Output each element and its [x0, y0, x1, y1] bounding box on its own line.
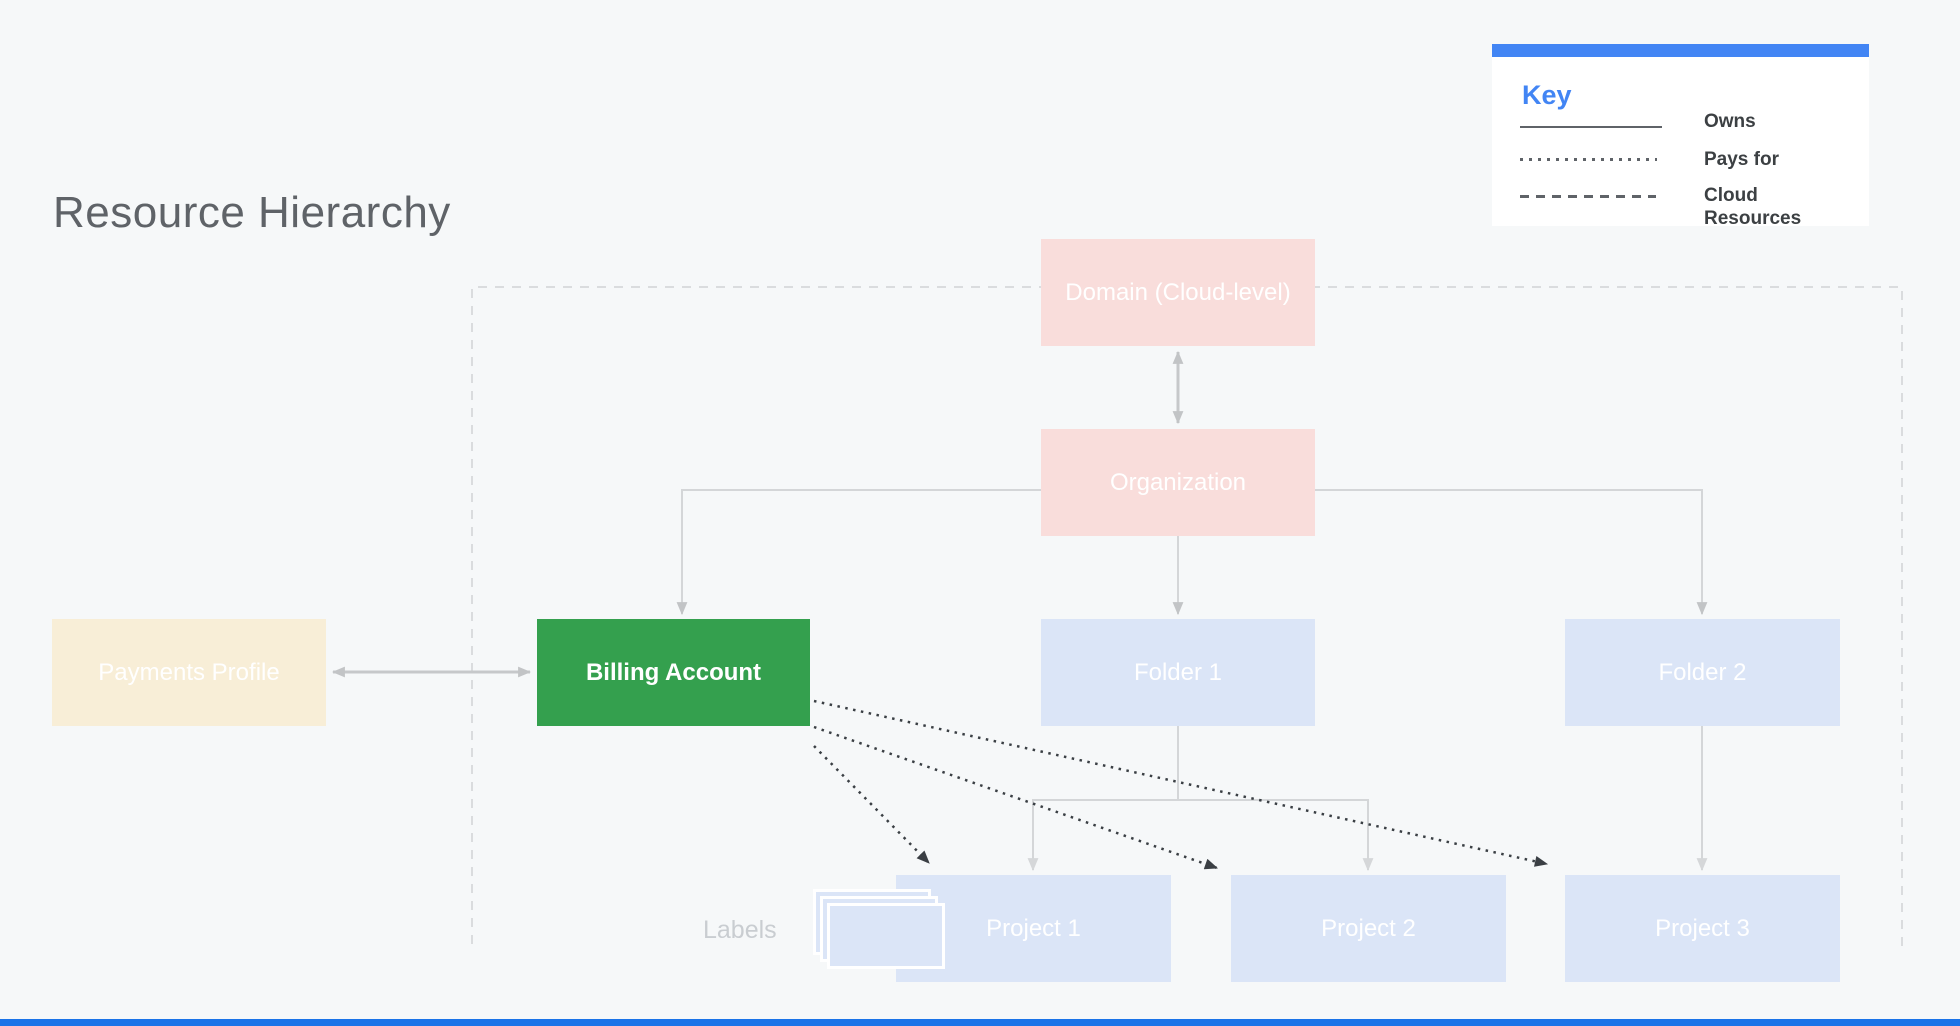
node-payments-profile-label: Payments Profile — [98, 658, 280, 686]
edge-folder1-projects — [1027, 799, 1374, 872]
node-organization-label: Organization — [1109, 468, 1247, 496]
node-project-2-label: Project 2 — [1321, 914, 1416, 942]
labels-caption: Labels — [703, 916, 777, 944]
node-folder-2-label: Folder 2 — [1658, 658, 1747, 686]
node-billing-account: Billing Account — [537, 619, 810, 726]
labels-icon-card-front — [827, 903, 945, 969]
node-domain: Domain (Cloud-level) — [1041, 239, 1315, 346]
node-folder-2: Folder 2 — [1565, 619, 1840, 726]
legend-label-cloud-resources: Cloud Resources — [1704, 185, 1802, 229]
legend-heading: Key — [1522, 80, 1572, 110]
edge-organization-billing — [676, 489, 1041, 616]
node-billing-account-label: Billing Account — [585, 658, 762, 686]
node-organization: Organization — [1041, 429, 1315, 536]
edge-organization-folder2 — [1315, 489, 1708, 616]
legend-box: Key Owns Pays for Cloud Resources — [1492, 44, 1869, 229]
edge-billing-project2 — [813, 725, 1219, 870]
edge-billing-project1 — [813, 745, 930, 864]
page-title: Resource Hierarchy — [53, 188, 451, 237]
legend-accent-bar — [1492, 44, 1869, 57]
cloud-resources-boundary — [471, 286, 1903, 952]
node-project-3-label: Project 3 — [1655, 914, 1750, 942]
node-domain-label: Domain (Cloud-level) — [1065, 278, 1291, 306]
legend-line-dotted — [1520, 158, 1657, 161]
legend-line-dashed — [1520, 195, 1656, 198]
legend-label-owns: Owns — [1704, 111, 1756, 132]
node-folder-1-label: Folder 1 — [1133, 658, 1223, 686]
node-payments-profile: Payments Profile — [52, 619, 326, 726]
node-project-1-label: Project 1 — [986, 914, 1081, 942]
bottom-edge-bar — [0, 1019, 1960, 1026]
node-project-2: Project 2 — [1231, 875, 1506, 982]
node-project-3: Project 3 — [1565, 875, 1840, 982]
edge-billing-project3 — [813, 699, 1549, 867]
legend-label-pays-for: Pays for — [1704, 149, 1779, 170]
node-folder-1: Folder 1 — [1041, 619, 1315, 726]
legend-line-solid — [1520, 126, 1662, 128]
